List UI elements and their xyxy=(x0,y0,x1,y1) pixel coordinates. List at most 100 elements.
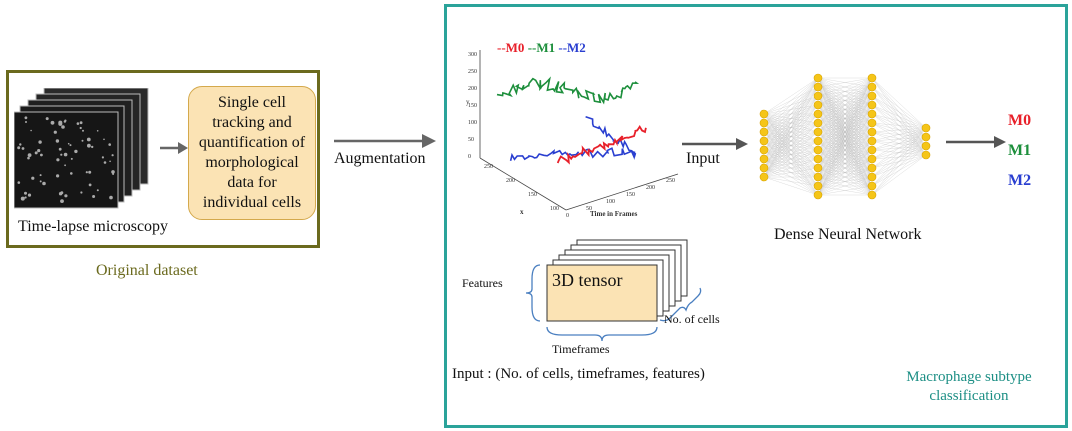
time-tick-label: 0 xyxy=(566,213,569,219)
cell-dot xyxy=(79,121,83,125)
neuron xyxy=(813,172,823,182)
output-classes: M0 M1 M2 xyxy=(1008,106,1031,196)
neuron xyxy=(759,118,769,128)
m1-trajectory xyxy=(496,76,640,105)
x-tick-label: 150 xyxy=(528,192,537,198)
network-edge xyxy=(817,149,873,196)
network-edge xyxy=(817,77,873,115)
neuron xyxy=(867,109,877,119)
microscopy-label: Time-lapse microscopy xyxy=(18,218,169,235)
network-edge xyxy=(871,136,927,196)
plot-legend: --M0 --M1 --M2 xyxy=(497,40,586,56)
network-edge xyxy=(817,77,873,196)
y-tick-label: 200 xyxy=(468,86,477,92)
cell-dot xyxy=(53,130,57,134)
neuron xyxy=(921,123,931,133)
cell-dot xyxy=(39,174,42,177)
classification-panel xyxy=(444,4,1068,428)
cell-dot xyxy=(63,120,67,123)
neuron xyxy=(813,136,823,146)
neuron xyxy=(759,154,769,164)
cell-dot xyxy=(27,156,30,160)
cell-dot xyxy=(58,120,63,125)
network-edge xyxy=(817,77,873,151)
cell-dot xyxy=(111,154,114,157)
cell-dot xyxy=(85,171,88,174)
features-label: Features xyxy=(462,276,503,290)
neuron xyxy=(867,154,877,164)
network-edge xyxy=(763,167,819,178)
cell-dot xyxy=(58,147,62,151)
network-edge xyxy=(817,77,873,106)
plot-axes xyxy=(479,50,679,211)
neuron xyxy=(813,100,823,110)
cell-dot xyxy=(61,125,65,129)
tensor-title: 3D tensor xyxy=(552,270,623,290)
network-edge xyxy=(817,104,873,196)
network-edge xyxy=(763,95,819,178)
cell-dot xyxy=(38,140,42,144)
cell-dot xyxy=(86,137,91,142)
network-edge xyxy=(817,185,873,196)
neuron xyxy=(867,100,877,110)
y-axis-label: y xyxy=(466,98,470,106)
network-edge xyxy=(763,158,819,178)
neuron xyxy=(867,136,877,146)
network-edge xyxy=(817,77,873,142)
cell-dot xyxy=(64,164,66,167)
cell-dot xyxy=(39,180,42,183)
cell-dot xyxy=(82,129,84,132)
network-edge xyxy=(871,127,927,196)
cell-dot xyxy=(58,192,63,196)
cell-dot xyxy=(24,196,27,199)
tracking-text: Single cell tracking and quantification … xyxy=(198,94,306,211)
network-edge xyxy=(817,86,873,196)
network-edge xyxy=(871,127,927,142)
cell-dot xyxy=(70,157,73,160)
neuron xyxy=(867,181,877,191)
m2-trajectory xyxy=(509,116,637,161)
network-edge xyxy=(763,122,819,178)
neuron xyxy=(813,91,823,101)
neuron xyxy=(759,109,769,119)
cell-dot xyxy=(81,139,84,142)
cell-dot xyxy=(76,122,80,125)
cell-dot xyxy=(96,189,99,192)
tensor-front-face xyxy=(546,264,658,322)
cell-dot xyxy=(112,173,115,175)
arrow-to-tracking xyxy=(160,142,188,154)
cell-dot xyxy=(42,181,46,186)
legend-m2: --M2 xyxy=(558,40,586,55)
cell-dot xyxy=(109,160,111,163)
network-edge xyxy=(871,127,927,178)
network-edge xyxy=(871,104,927,129)
neuron xyxy=(813,163,823,173)
network-edge xyxy=(763,104,819,178)
cell-dot xyxy=(50,120,55,125)
cell-dot xyxy=(17,146,21,150)
network-edge xyxy=(817,77,873,124)
classification-label: Macrophage subtype classification xyxy=(906,369,1032,404)
cells-brace xyxy=(659,287,702,322)
time-tick-label: 50 xyxy=(586,206,592,212)
cell-dot xyxy=(30,129,32,132)
network-edge xyxy=(817,176,873,196)
neuron xyxy=(813,109,823,119)
network-edge xyxy=(763,176,819,196)
time-tick-label: 200 xyxy=(646,185,655,191)
neuron xyxy=(867,82,877,92)
network-edge xyxy=(871,77,927,129)
neuron xyxy=(867,190,877,200)
cell-dot xyxy=(80,191,83,194)
neuron xyxy=(867,127,877,137)
cell-dot xyxy=(87,143,91,148)
cell-dot xyxy=(91,145,94,149)
network-edge xyxy=(817,131,873,196)
network-edge xyxy=(763,77,819,115)
network-edge xyxy=(763,77,819,142)
cell-dot xyxy=(27,193,32,197)
time-axis-label: Time in Frames xyxy=(590,210,638,218)
